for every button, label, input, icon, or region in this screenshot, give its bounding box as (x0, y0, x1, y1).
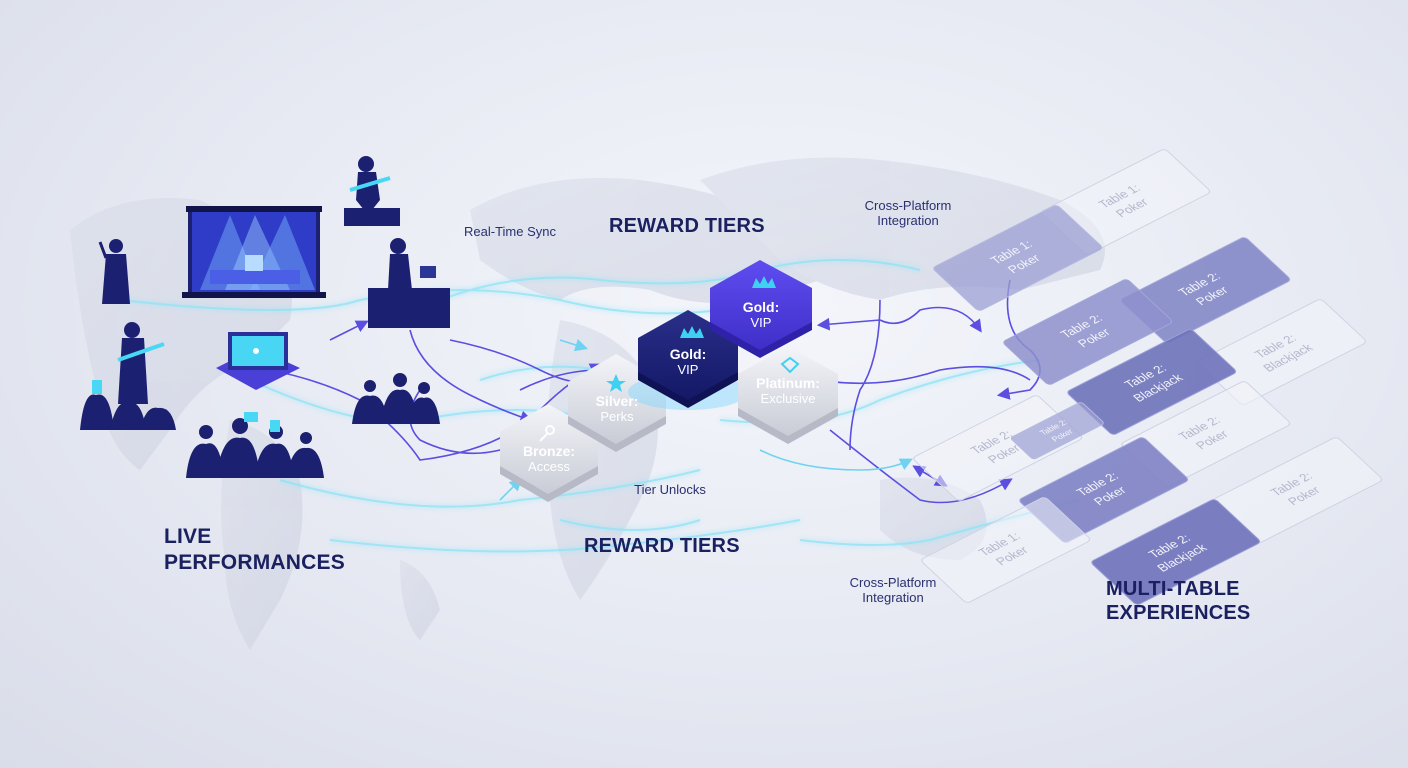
tier-gold-vip-label: Gold: VIP (710, 299, 812, 331)
star-icon (606, 374, 626, 392)
tier-silver-label: Silver: Perks (568, 393, 666, 425)
table-card[interactable]: Table 2: Poker (912, 394, 1083, 501)
reward-tiers-title-bottom: REWARD TIERS (584, 535, 740, 557)
tier-name: Gold: (742, 299, 780, 315)
reward-tiers-title-top: REWARD TIERS (609, 215, 765, 237)
table-card[interactable]: Table 2: Blackjack (1066, 328, 1237, 435)
key-icon (539, 425, 555, 442)
crowd-small-icon (352, 373, 440, 424)
cross-platform-bottom-line1: Cross-Platform (849, 575, 937, 590)
tier-unlocks-label: Tier Unlocks (634, 482, 706, 497)
tier-detail: Perks (600, 409, 634, 424)
tier-gold-vip-hex[interactable] (710, 260, 812, 358)
guitarist-icon (344, 156, 400, 226)
crown-gold-icon (752, 276, 776, 288)
live-performances-line1: LIVE (164, 525, 212, 548)
tier-name: Platinum: (756, 375, 820, 391)
cross-platform-bottom-line2: Integration (862, 590, 924, 605)
multi-table-line2: EXPERIENCES (1106, 602, 1251, 624)
monitor-icon (216, 332, 300, 390)
tier-silver-hex[interactable] (568, 354, 666, 452)
tier-gold-hex[interactable] (628, 310, 748, 410)
tier-detail: Exclusive (760, 391, 816, 406)
real-time-sync-label: Real-Time Sync (464, 224, 556, 239)
cross-platform-top-line1: Cross-Platform (864, 198, 952, 213)
cross-platform-label-bottom: Cross-Platform Integration (833, 575, 953, 605)
table-card[interactable]: Table 2: Poker (1010, 402, 1105, 460)
tier-bronze-label: Bronze: Access (500, 443, 598, 475)
cross-platform-top-line2: Integration (877, 213, 939, 228)
tier-detail: VIP (750, 315, 772, 330)
multi-table-line1: MULTI-TABLE (1106, 578, 1240, 600)
tier-platinum-hex[interactable] (738, 346, 838, 444)
tier-detail: VIP (677, 362, 699, 377)
live-performances-title: LIVE PERFORMANCES (164, 524, 345, 576)
tier-name: Silver: (595, 393, 639, 409)
guitarist-crowd-icon (80, 322, 176, 430)
stage-icon (182, 206, 326, 298)
diamond-icon (780, 356, 800, 374)
singer-icon (368, 238, 450, 328)
tier-detail: Access (528, 459, 570, 474)
table-card[interactable]: Table 2: Blackjack (1196, 298, 1367, 405)
table-card[interactable]: Table 1: Poker (932, 204, 1103, 311)
table-card[interactable]: Table 2: Blackjack (1090, 498, 1261, 605)
cross-platform-label-top: Cross-Platform Integration (848, 198, 968, 228)
table-card[interactable]: Table 1: Poker (920, 496, 1091, 603)
tier-name: Bronze: (522, 443, 576, 459)
tier-platinum-label: Platinum: Exclusive (738, 375, 838, 407)
table-card[interactable]: Table 2: Poker (1212, 436, 1383, 543)
crown-icon (680, 326, 704, 338)
tier-gold-label: Gold: VIP (638, 346, 738, 378)
live-performances-line2: PERFORMANCES (164, 551, 345, 574)
table-card[interactable]: Table 2: Poker (1002, 278, 1173, 385)
crowd-icon (186, 412, 324, 478)
tier-name: Gold: (669, 346, 707, 362)
multi-table-title: MULTI-TABLE EXPERIENCES (1106, 577, 1250, 625)
solo-singer-icon (98, 239, 130, 304)
